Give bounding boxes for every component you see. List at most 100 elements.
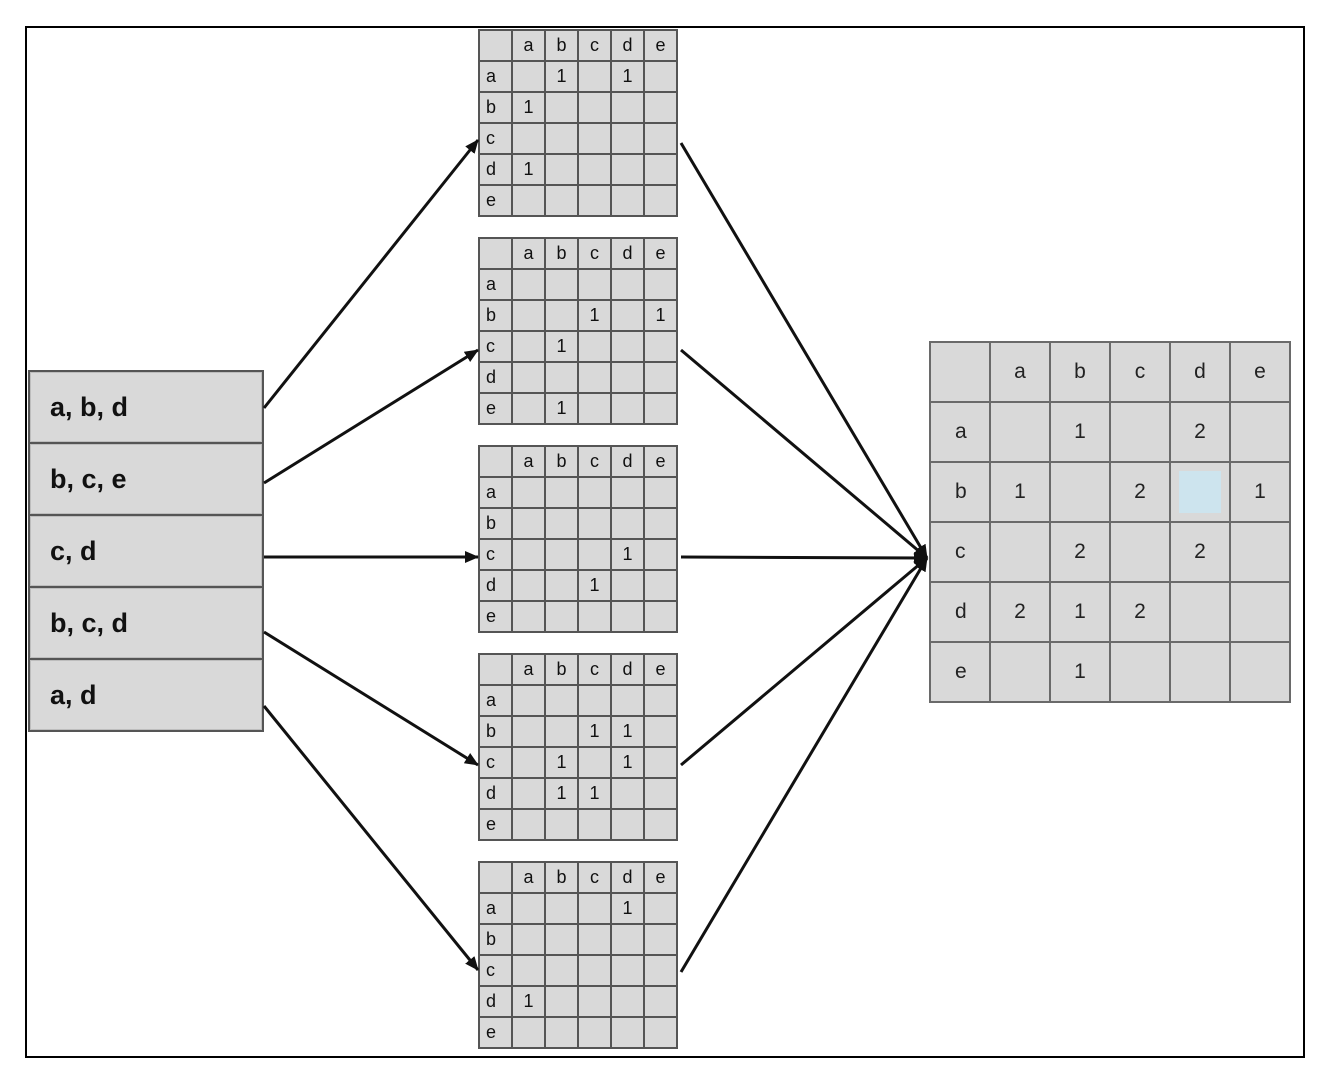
result-cell: 2 bbox=[1109, 461, 1171, 523]
result-cell bbox=[1229, 581, 1291, 643]
arrow-m5-to-result bbox=[679, 557, 929, 973]
matrix-col-header: d bbox=[610, 29, 645, 62]
arrow-tx5-to-m5 bbox=[262, 705, 480, 971]
matrix-row-header: e bbox=[478, 184, 513, 217]
result-col-header: c bbox=[1109, 341, 1171, 403]
matrix-cell bbox=[610, 476, 645, 509]
result-row-header: a bbox=[929, 401, 991, 463]
matrix-row-header: e bbox=[478, 808, 513, 841]
matrix-cell bbox=[610, 600, 645, 633]
matrix-row-header: c bbox=[478, 954, 513, 987]
matrix-cell bbox=[511, 299, 546, 332]
result-cell bbox=[1169, 641, 1231, 703]
matrix-cell bbox=[544, 892, 579, 925]
matrix-cell bbox=[577, 153, 612, 186]
transaction-list: a, b, d b, c, e c, d b, c, d a, d bbox=[28, 370, 264, 732]
matrix-row: e bbox=[478, 184, 678, 217]
matrix-cell bbox=[643, 954, 678, 987]
matrix-cell bbox=[544, 684, 579, 717]
matrix-col-header: e bbox=[643, 29, 678, 62]
matrix-col-header: c bbox=[577, 237, 612, 270]
matrix-cell bbox=[544, 538, 579, 571]
matrix-col-header: c bbox=[577, 653, 612, 686]
matrix-row: a bbox=[478, 684, 678, 717]
matrix-cell: 1 bbox=[544, 746, 579, 779]
matrix-col-header: e bbox=[643, 861, 678, 894]
matrix-cell: 1 bbox=[577, 569, 612, 602]
matrix-row-header: d bbox=[478, 985, 513, 1018]
matrix-cell bbox=[577, 122, 612, 155]
matrix-cell bbox=[643, 777, 678, 810]
matrix-row-header: e bbox=[478, 392, 513, 425]
matrix-cell bbox=[577, 476, 612, 509]
matrix-row-header: d bbox=[478, 777, 513, 810]
matrix-cell bbox=[643, 122, 678, 155]
matrix-cell bbox=[610, 184, 645, 217]
matrix-cell bbox=[643, 746, 678, 779]
matrix-row: b bbox=[478, 507, 678, 540]
matrix-cell bbox=[610, 361, 645, 394]
matrix-cell bbox=[511, 746, 546, 779]
matrix-col-header: b bbox=[544, 29, 579, 62]
matrix-col-header: b bbox=[544, 861, 579, 894]
matrix-cell: 1 bbox=[544, 777, 579, 810]
matrix-cell: 1 bbox=[544, 392, 579, 425]
matrix-cell: 1 bbox=[511, 91, 546, 124]
matrix-cell bbox=[577, 808, 612, 841]
matrix-cell bbox=[544, 1016, 579, 1049]
matrix-cell bbox=[544, 715, 579, 748]
matrix-cell bbox=[577, 91, 612, 124]
result-cell: 2 bbox=[1169, 521, 1231, 583]
matrix-cell bbox=[643, 153, 678, 186]
matrix-cell bbox=[610, 330, 645, 363]
matrix-row-header: c bbox=[478, 538, 513, 571]
matrix-cell bbox=[577, 600, 612, 633]
matrix-cell bbox=[544, 299, 579, 332]
matrix-col-header: e bbox=[643, 653, 678, 686]
matrix-cell bbox=[610, 684, 645, 717]
matrix-cell bbox=[577, 361, 612, 394]
matrix-cell bbox=[610, 268, 645, 301]
result-cell bbox=[1109, 641, 1171, 703]
transaction-4: b, c, d bbox=[28, 586, 264, 660]
matrix-col-header: b bbox=[544, 445, 579, 478]
matrix-cell bbox=[577, 392, 612, 425]
matrix-cell bbox=[643, 507, 678, 540]
matrix-row-header: b bbox=[478, 91, 513, 124]
matrix-cell bbox=[643, 684, 678, 717]
matrix-cell bbox=[544, 985, 579, 1018]
matrix-cell bbox=[610, 299, 645, 332]
matrix-row: d bbox=[478, 361, 678, 394]
matrix-cell bbox=[643, 476, 678, 509]
matrix-row: e bbox=[478, 600, 678, 633]
matrix-corner-cell bbox=[478, 653, 513, 686]
arrow-tx2-to-m2 bbox=[263, 348, 479, 485]
matrix-cell: 1 bbox=[610, 538, 645, 571]
matrix-cell: 1 bbox=[511, 153, 546, 186]
matrix-row-header: c bbox=[478, 122, 513, 155]
matrix-cell bbox=[544, 569, 579, 602]
matrix-cell bbox=[544, 122, 579, 155]
matrix-cell bbox=[511, 569, 546, 602]
matrix-cell bbox=[643, 392, 678, 425]
arrow-m3-to-result bbox=[680, 551, 928, 564]
result-cell bbox=[1229, 521, 1291, 583]
matrix-cell bbox=[544, 507, 579, 540]
matrix-cell bbox=[511, 476, 546, 509]
result-row-header: b bbox=[929, 461, 991, 523]
matrix-row-header: a bbox=[478, 684, 513, 717]
matrix-cell bbox=[610, 122, 645, 155]
matrix-col-header: c bbox=[577, 29, 612, 62]
